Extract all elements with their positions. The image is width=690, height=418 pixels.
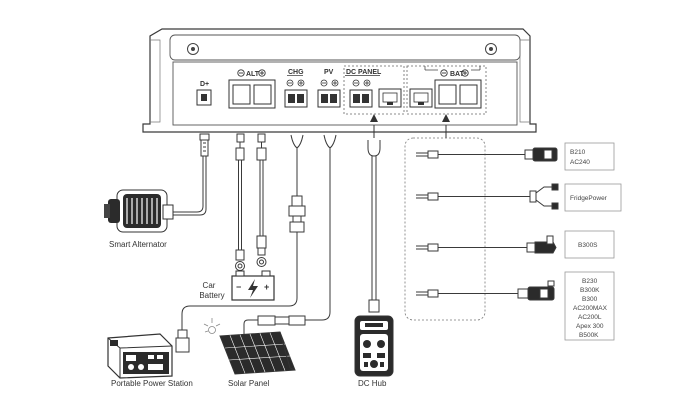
screw-left bbox=[187, 43, 199, 55]
model-box-3-line-1: B300S bbox=[578, 242, 598, 249]
solar-panel-icon bbox=[203, 318, 296, 375]
model-box-1: B210 AC240 bbox=[564, 142, 615, 171]
port-label-alt: ALT bbox=[246, 71, 260, 78]
battery-cable-b210 bbox=[416, 147, 558, 162]
label-car-battery-line2: Battery bbox=[199, 291, 224, 300]
model-box-2-line-1: FridgePower bbox=[570, 195, 608, 202]
bat-arrow bbox=[442, 114, 450, 138]
alternator-icon bbox=[104, 189, 174, 233]
d-plus-cable bbox=[172, 133, 210, 216]
battery-cable-b230 bbox=[416, 280, 555, 301]
chg-port-group: CHG bbox=[284, 69, 308, 108]
power-station-icon bbox=[107, 333, 173, 379]
model-box-4: B230 B300K B300 AC200MAX AC200L Apex 300… bbox=[564, 271, 615, 341]
port-label-dc-panel: DC PANEL bbox=[346, 69, 382, 76]
model-box-4-line-4: AC200MAX bbox=[573, 305, 608, 312]
bat-dashed-outline bbox=[406, 65, 487, 115]
svg-text:−: − bbox=[236, 282, 241, 292]
port-label-d-plus: D+ bbox=[200, 81, 209, 88]
label-smart-alternator: Smart Alternator bbox=[109, 240, 167, 249]
model-box-4-line-5: AC200L bbox=[578, 314, 602, 321]
battery-cable-fridgepower bbox=[416, 183, 559, 210]
d-plus-connector bbox=[196, 89, 212, 106]
alt-port-group: ALT bbox=[228, 69, 276, 109]
model-box-1-line-2: AC240 bbox=[570, 159, 590, 166]
model-box-1-line-1: B210 bbox=[570, 149, 586, 156]
model-box-3: B300S bbox=[564, 230, 615, 259]
dc-hub-icon bbox=[354, 315, 394, 377]
bat-port-group: BAT bbox=[409, 66, 482, 109]
svg-text:+: + bbox=[264, 282, 269, 292]
dc-panel-port-group: DC PANEL bbox=[345, 69, 402, 108]
label-solar-panel: Solar Panel bbox=[228, 379, 270, 388]
model-box-4-line-7: B500K bbox=[579, 332, 599, 339]
model-box-2: FridgePower bbox=[564, 183, 622, 212]
model-box-4-line-1: B230 bbox=[582, 278, 598, 285]
dc-panel-cable bbox=[367, 140, 381, 313]
alt-negative-cable bbox=[235, 133, 245, 271]
model-box-4-line-6: Apex 300 bbox=[576, 323, 604, 330]
label-dc-hub: DC Hub bbox=[358, 379, 387, 388]
chg-cable bbox=[175, 134, 306, 353]
label-portable-power-station: Portable Power Station bbox=[111, 379, 193, 388]
battery-cable-options-outline bbox=[404, 137, 486, 321]
port-label-pv: PV bbox=[324, 69, 334, 76]
port-label-bat: BAT bbox=[450, 71, 465, 78]
screw-right bbox=[485, 43, 497, 55]
car-battery-icon: − + bbox=[231, 270, 275, 301]
pv-cable bbox=[243, 134, 337, 335]
charger-device: D+ ALT CHG bbox=[142, 28, 537, 133]
alt-positive-cable bbox=[256, 133, 267, 267]
port-label-chg: CHG bbox=[288, 69, 304, 76]
bat-data-port bbox=[409, 88, 433, 108]
model-box-4-line-2: B300K bbox=[580, 287, 600, 294]
label-car-battery-line1: Car bbox=[203, 281, 216, 290]
dc-panel-data-port bbox=[378, 88, 402, 108]
model-box-4-line-3: B300 bbox=[582, 296, 598, 303]
battery-cable-b300s bbox=[416, 235, 557, 254]
pv-port-group: PV bbox=[317, 69, 341, 108]
dc-panel-arrow bbox=[370, 114, 378, 138]
